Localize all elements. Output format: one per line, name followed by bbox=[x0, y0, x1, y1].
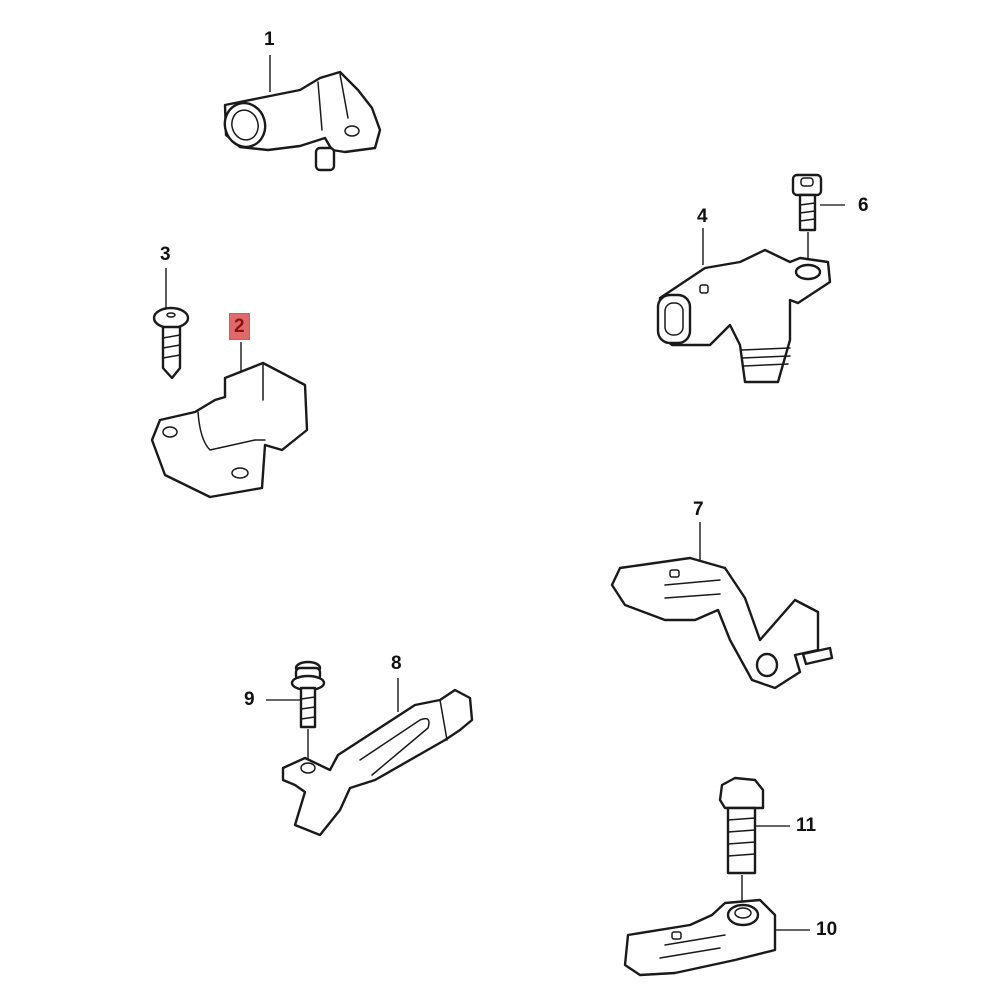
callout-3: 3 bbox=[160, 244, 171, 265]
part-2-pressure-sensor bbox=[150, 342, 309, 499]
part-6-bolt bbox=[791, 173, 845, 262]
callout-4: 4 bbox=[697, 206, 708, 227]
callout-2-highlighted: 2 bbox=[229, 313, 250, 340]
part-9-bolt bbox=[266, 660, 326, 764]
callout-9: 9 bbox=[244, 689, 255, 710]
part-4-cam-sensor bbox=[656, 228, 832, 384]
part-7-crank-sensor bbox=[610, 522, 834, 690]
callout-10: 10 bbox=[816, 919, 838, 940]
callout-1: 1 bbox=[264, 29, 275, 50]
part-10-knock-sensor bbox=[623, 898, 810, 977]
callout-7: 7 bbox=[693, 499, 704, 520]
part-1-sensor bbox=[223, 55, 382, 172]
part-11-bolt bbox=[718, 776, 790, 912]
callout-6: 6 bbox=[858, 195, 869, 216]
part-8-speed-sensor bbox=[281, 678, 474, 837]
part-3-screw bbox=[152, 268, 190, 380]
callout-11: 11 bbox=[796, 815, 817, 836]
callout-8: 8 bbox=[391, 653, 402, 674]
